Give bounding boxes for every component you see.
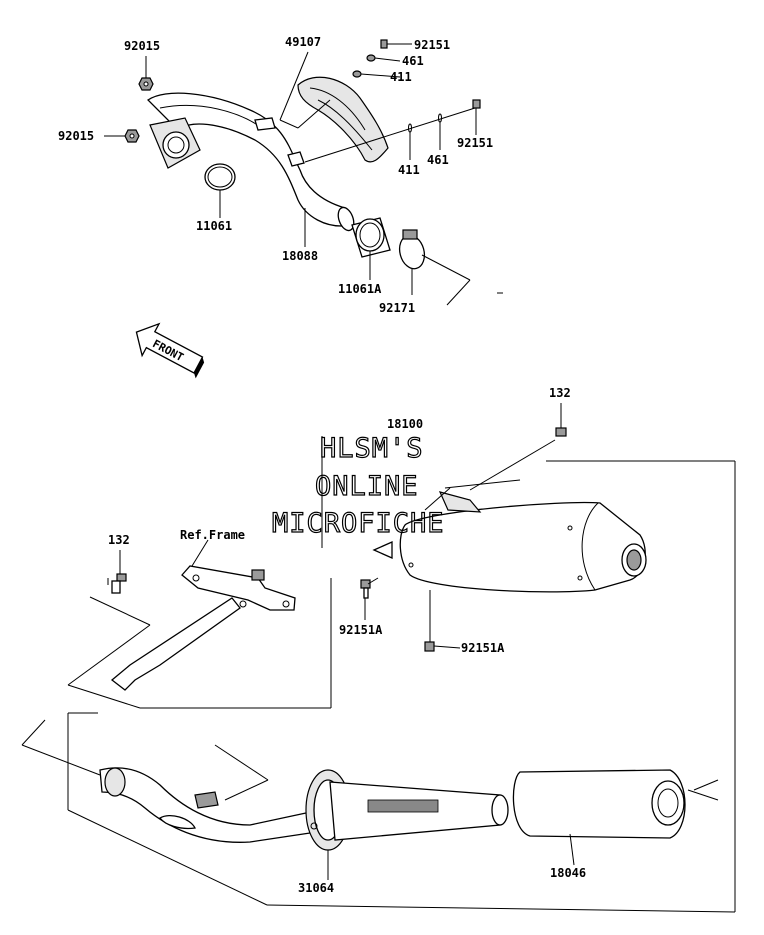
callout-31064: 31064 [298, 881, 334, 895]
header-pipe-assembly [146, 92, 355, 232]
callout-92151-right: 92151 [457, 136, 493, 150]
callout-411-right: 411 [398, 163, 420, 177]
leader-lines-lower [119, 403, 575, 880]
connector-sleeve-11061a [351, 217, 391, 258]
bolt-92151a-right [424, 590, 461, 652]
ref-frame-note: Ref.Frame [180, 528, 245, 542]
callout-11061a: 11061A [338, 282, 382, 296]
callout-92151-top: 92151 [414, 38, 450, 52]
end-cap-18046 [512, 769, 686, 839]
watermark-line-1: HLSM'S [320, 433, 424, 464]
callout-461-top: 461 [402, 54, 424, 68]
callout-461-right: 461 [427, 153, 449, 167]
callout-92015-top: 92015 [124, 39, 160, 53]
clamp-92171 [398, 229, 426, 270]
frame-bracket [110, 565, 296, 691]
baffle-31064 [305, 769, 509, 851]
callout-18046: 18046 [550, 866, 586, 880]
bolt-92151a-left [360, 577, 379, 599]
callout-92015-left: 92015 [58, 129, 94, 143]
muffler-18100 [372, 491, 647, 593]
leader-lines-upper [104, 43, 503, 306]
callout-92171: 92171 [379, 301, 415, 315]
watermark-line-2: ONLINE [315, 471, 419, 502]
heat-guard-49107 [297, 76, 389, 163]
bolt-132-left [111, 573, 127, 594]
watermark: HLSM'S ONLINE MICROFICHE [271, 432, 445, 539]
callout-92151a-right: 92151A [461, 641, 505, 655]
callout-18100: 18100 [387, 417, 423, 431]
front-arrow: FRONT [135, 322, 205, 379]
callout-18088: 18088 [282, 249, 318, 263]
assembly-outline [21, 460, 736, 913]
mid-pipe [99, 767, 331, 843]
callout-132-left: 132 [108, 533, 130, 547]
callout-49107: 49107 [285, 35, 321, 49]
callout-92151a-left: 92151A [339, 623, 383, 637]
gasket-ring-11061 [204, 163, 236, 191]
callout-11061: 11061 [196, 219, 232, 233]
callout-411-top: 411 [390, 70, 412, 84]
callout-132-right: 132 [549, 386, 571, 400]
watermark-line-3: MICROFICHE [272, 508, 445, 539]
part-labels: 92015 92015 49107 92151 461 411 92151 46… [58, 35, 586, 895]
